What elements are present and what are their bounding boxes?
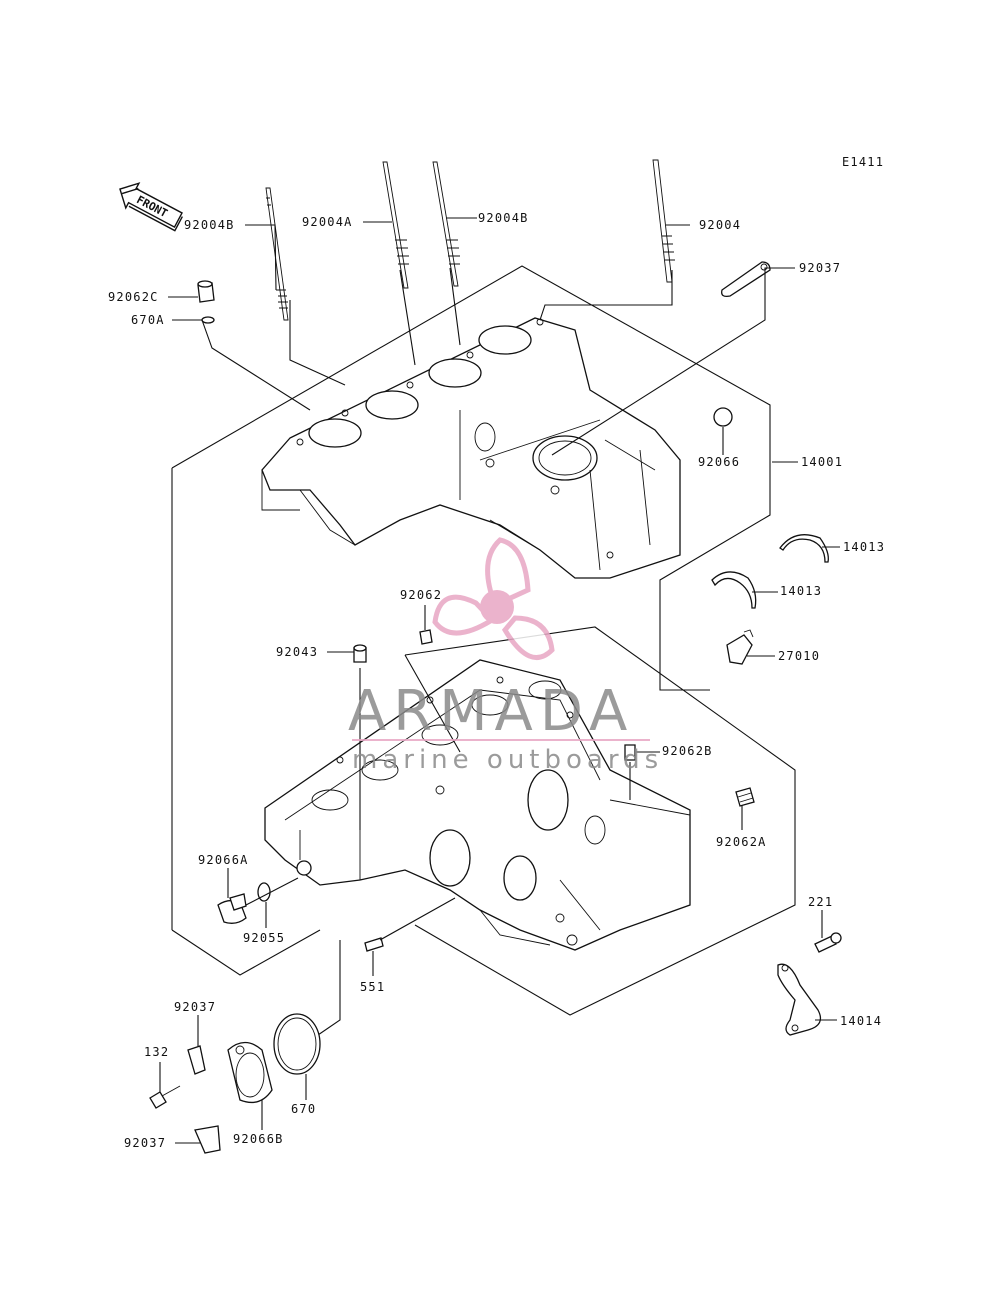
lower-crankcase [264,659,691,951]
label-14014: 14014 [840,1014,882,1028]
leader-lines [159,217,840,1144]
label-92004A: 92004A [302,215,353,229]
label-92004: 92004 [699,218,741,232]
stud-bolts [265,159,675,321]
small-parts [149,261,842,1154]
watermark-tagline: marine outboards [352,745,663,775]
label-92043: 92043 [276,645,318,659]
label-551: 551 [360,980,385,994]
label-92062C: 92062C [108,290,159,304]
label-92037-top: 92037 [799,261,841,275]
label-92062: 92062 [400,588,442,602]
label-92004B-left: 92004B [184,218,235,232]
label-92066B: 92066B [233,1132,284,1146]
label-670A: 670A [131,313,165,327]
label-92055: 92055 [243,931,285,945]
label-92066A: 92066A [198,853,249,867]
label-92062A: 92062A [716,835,767,849]
part-labels: 92004B 92004A 92004B 92004 92037 92062C … [108,211,885,1150]
label-14001: 14001 [801,455,843,469]
label-92062B: 92062B [662,744,713,758]
watermark-brand: ARMADA [348,679,634,744]
label-27010: 27010 [778,649,820,663]
upper-crankcase-boundary [171,265,771,976]
label-670: 670 [291,1102,316,1116]
upper-crankcase [261,317,681,579]
label-92066: 92066 [698,455,740,469]
label-14013-lower: 14013 [780,584,822,598]
label-132: 132 [144,1045,169,1059]
propeller-icon [432,537,555,661]
front-arrow-icon: FRONT [119,182,183,232]
label-92037-mid: 92037 [174,1000,216,1014]
watermark: ARMADA marine outboards [348,537,663,775]
lower-crankcase-boundary [317,626,796,1036]
label-14013-upper: 14013 [843,540,885,554]
label-221: 221 [808,895,833,909]
label-92037-bottom: 92037 [124,1136,166,1150]
label-92004B-right: 92004B [478,211,529,225]
diagram-code: E1411 [842,155,884,169]
